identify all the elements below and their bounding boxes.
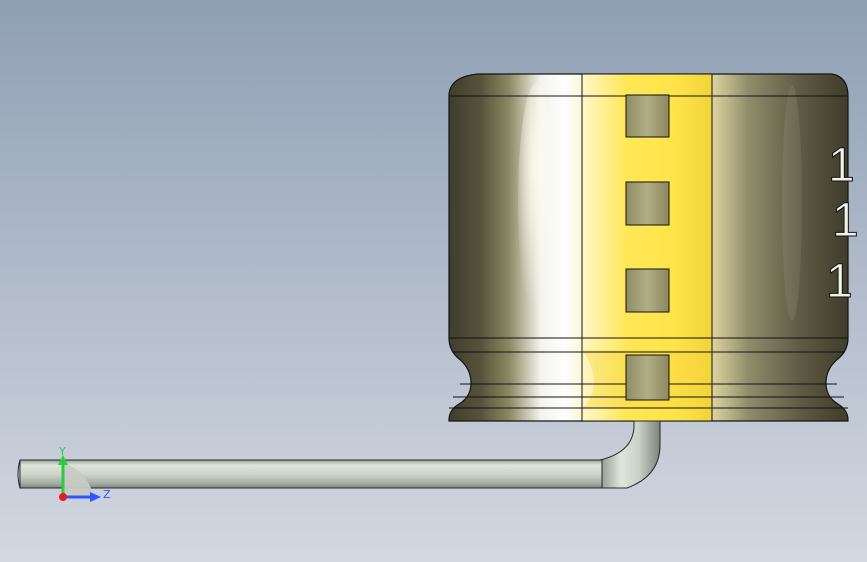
capacitor-model[interactable]: 1 1 1 — [17, 73, 860, 489]
capacitor-sleeve[interactable] — [581, 73, 713, 422]
coordinate-triad[interactable]: Y Z — [58, 445, 111, 502]
vent-window-4[interactable] — [625, 354, 670, 401]
vent-window-3[interactable] — [625, 268, 670, 313]
y-axis-arrow — [58, 455, 68, 465]
triad-plane-shade — [63, 464, 94, 497]
z-axis-label: Z — [103, 488, 111, 501]
side-marking-3: 1 — [826, 255, 853, 308]
vent-window-1[interactable] — [625, 94, 670, 138]
lead-bend[interactable] — [599, 420, 661, 489]
side-marking-2: 1 — [832, 194, 859, 247]
side-markings: 1 1 1 — [826, 139, 860, 309]
lead-end-cap — [17, 459, 21, 489]
lead-wire[interactable] — [19, 459, 603, 489]
y-axis-label: Y — [58, 445, 66, 458]
x-axis-origin-dot — [59, 493, 67, 501]
vent-window-2[interactable] — [625, 181, 670, 226]
side-marking-1: 1 — [828, 139, 855, 192]
z-axis-arrow — [90, 492, 101, 502]
body-highlight-left — [518, 83, 554, 323]
body-highlight-right — [782, 85, 802, 321]
